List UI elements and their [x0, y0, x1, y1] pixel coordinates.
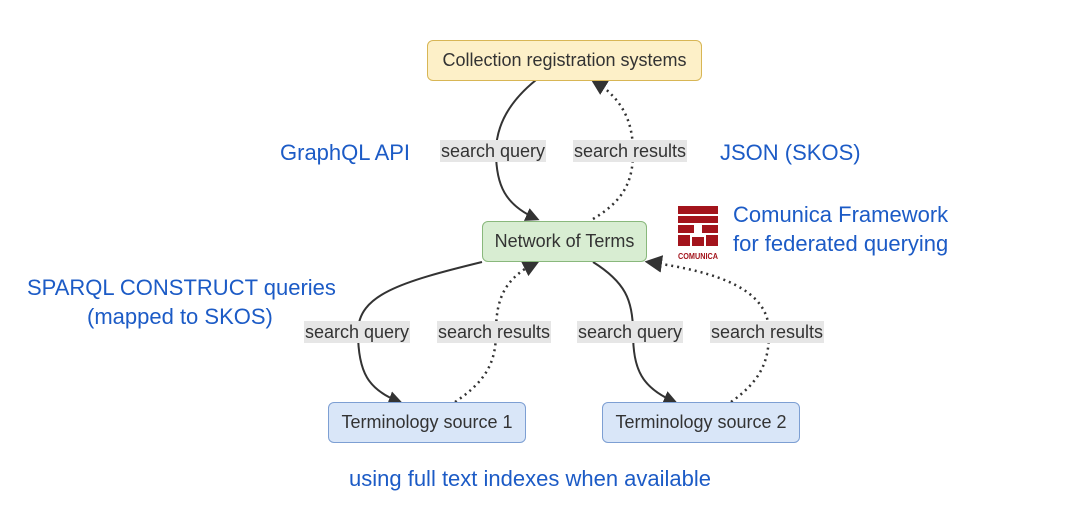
comunica-logo-icon: COMUNICA [678, 206, 718, 262]
comunica-logo-text: COMUNICA [678, 251, 718, 261]
annotation-comunica-line2: for federated querying [733, 231, 949, 256]
node-terminology-source-2: Terminology source 2 [602, 402, 800, 443]
edge-label-left-query: search query [304, 321, 411, 343]
node-terminology-source-1: Terminology source 1 [328, 402, 526, 443]
edge-label-right-results: search results [710, 321, 825, 343]
annotation-comunica-line1: Comunica Framework [733, 202, 949, 227]
edge-top-results [590, 78, 635, 221]
annotation-sparql-line2: (mapped to SKOS) [87, 304, 273, 329]
node-network-of-terms: Network of Terms [482, 221, 647, 262]
annotation-graphql-api: GraphQL API [280, 140, 411, 165]
annotation-full-text-indexes: using full text indexes when available [349, 466, 712, 491]
edge-label-right-query: search query [577, 321, 684, 343]
edge-label-top-results: search results [573, 140, 688, 162]
node-collection-registration-systems: Collection registration systems [427, 40, 702, 81]
edge-label-top-query: search query [440, 140, 547, 162]
annotation-sparql-line1: SPARQL CONSTRUCT queries [27, 275, 336, 300]
annotation-json-skos: JSON (SKOS) [720, 140, 861, 165]
edge-label-left-results: search results [437, 321, 552, 343]
